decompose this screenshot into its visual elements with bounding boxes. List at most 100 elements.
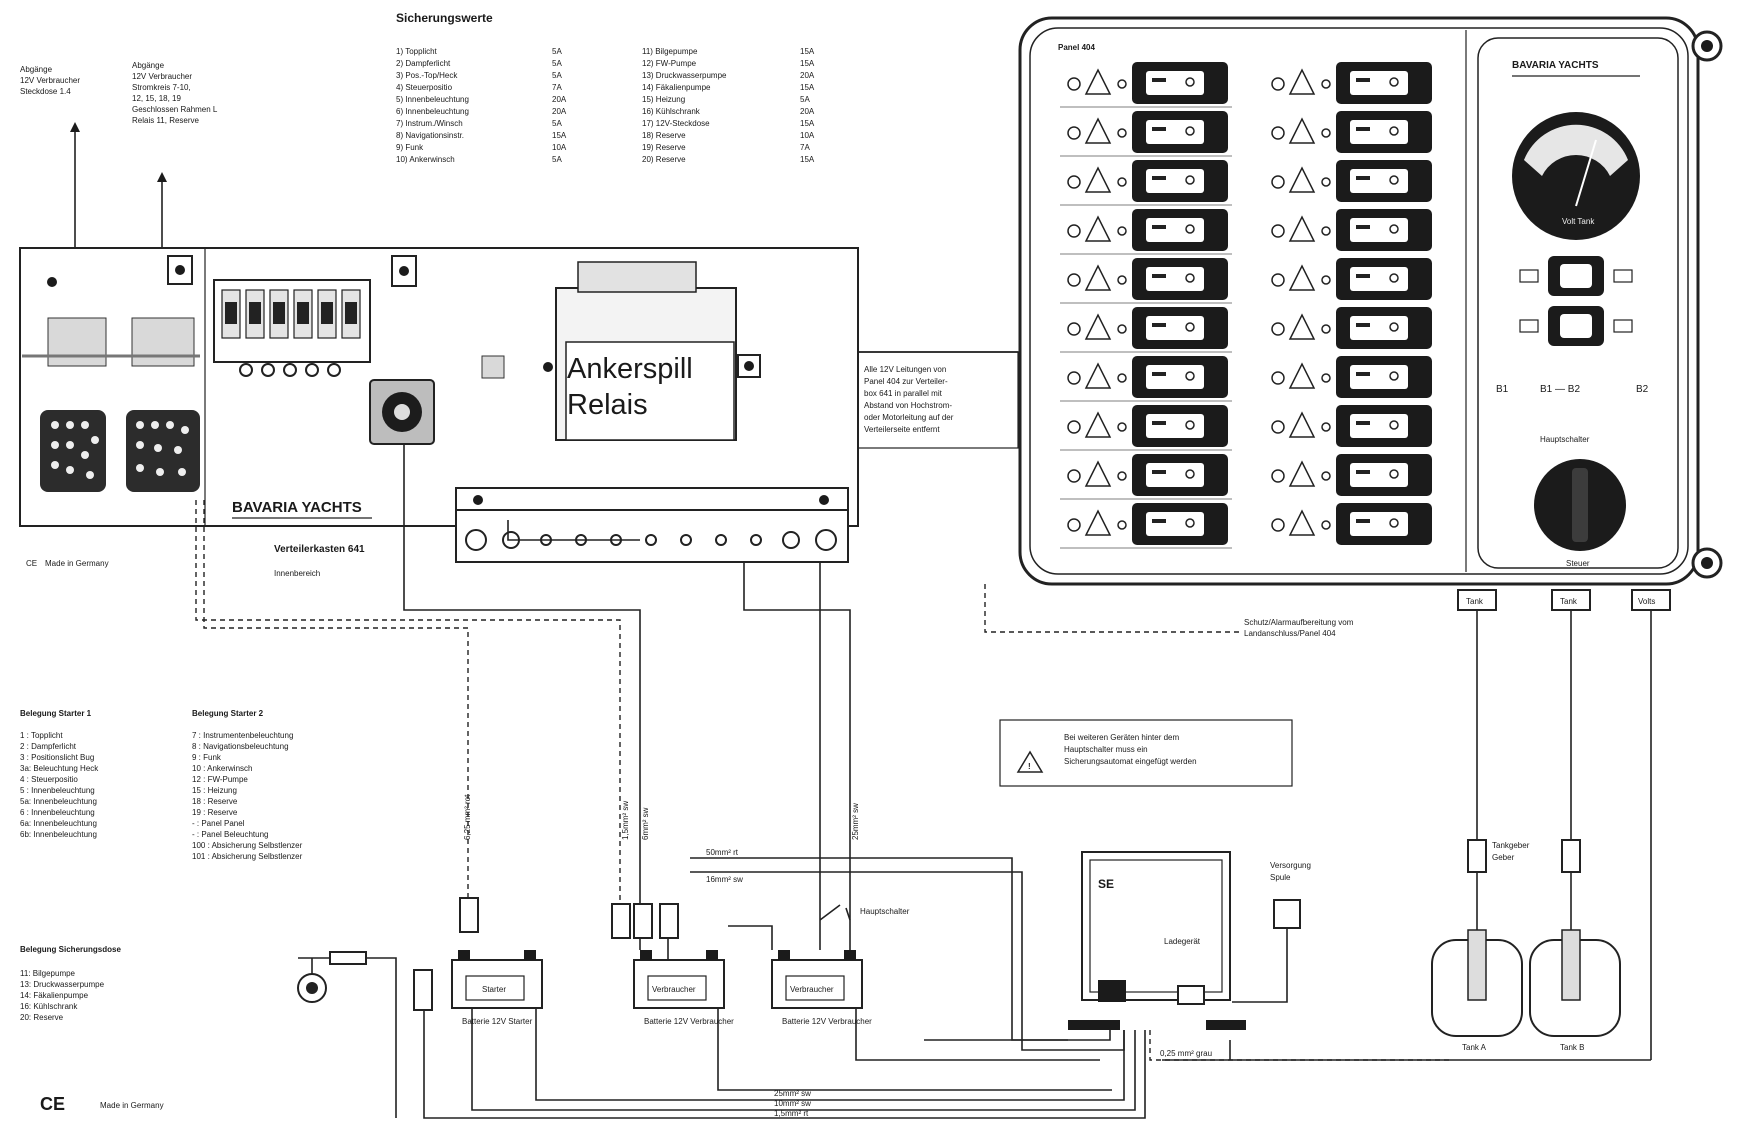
svg-text:!: ! bbox=[1028, 762, 1031, 771]
svg-text:25mm² sw: 25mm² sw bbox=[774, 1089, 811, 1098]
fuse-entry-value: 5A bbox=[800, 95, 810, 104]
fuse-entry-value: 5A bbox=[552, 71, 562, 80]
ce-small-label: CE bbox=[26, 559, 37, 568]
panel-note-2: Landanschluss/Panel 404 bbox=[1244, 629, 1336, 638]
bus-terminal-icon bbox=[815, 529, 837, 551]
fuse-holder bbox=[633, 903, 653, 939]
indicator-lamp-icon bbox=[1117, 373, 1127, 383]
bus-terminal-icon bbox=[645, 534, 657, 546]
indicator-lamp-icon bbox=[1321, 324, 1331, 334]
fuse-entry-value: 5A bbox=[552, 47, 562, 56]
indicator-lamp-icon bbox=[1117, 79, 1127, 89]
fuse-entry-label: 12) FW-Pumpe bbox=[642, 59, 697, 68]
relay-title-line2: Relais bbox=[567, 389, 648, 421]
legend-item: - : Panel Panel bbox=[192, 819, 245, 828]
circuit-symbol-icon bbox=[1271, 322, 1285, 336]
fuse-entry-label: 16) Kühlschrank bbox=[642, 107, 701, 116]
svg-text:6,25 mm² rot: 6,25 mm² rot bbox=[463, 794, 472, 840]
fuse-entry-value: 20A bbox=[800, 107, 815, 116]
legend-item: 6 : Innenbeleuchtung bbox=[20, 808, 95, 817]
circuit-symbol-icon bbox=[1067, 224, 1081, 238]
battery-house-2-name: Verbraucher bbox=[790, 985, 834, 994]
fuse-entry-value: 15A bbox=[800, 119, 815, 128]
legend-item: 15 : Heizung bbox=[192, 786, 237, 795]
svg-text:Geschlossen Rahmen L: Geschlossen Rahmen L bbox=[132, 105, 218, 114]
circuit-symbol-icon bbox=[1067, 175, 1081, 189]
indicator-lamp-icon bbox=[1117, 324, 1127, 334]
mid-note-line: Abstand von Hochstrom- bbox=[864, 401, 952, 410]
fuse-table-title: Sicherungswerte bbox=[396, 11, 493, 25]
legend-item: 3 : Positionslicht Bug bbox=[20, 753, 94, 762]
battery-house-1-name: Verbraucher bbox=[652, 985, 696, 994]
fuse-holder bbox=[459, 897, 479, 933]
switch-icon bbox=[819, 904, 851, 921]
multipin-connector-1 bbox=[40, 410, 106, 492]
fuse-entry-value: 20A bbox=[800, 71, 815, 80]
fuse-entry-value: 15A bbox=[800, 47, 815, 56]
wiring bbox=[195, 351, 1450, 1119]
legend1-title: Belegung Starter 1 bbox=[20, 709, 92, 718]
light-symbol-icon bbox=[1288, 215, 1316, 242]
circuit-symbol-icon bbox=[1067, 273, 1081, 287]
arrow-up-icon bbox=[70, 122, 80, 132]
fuse-holder bbox=[659, 903, 679, 939]
circuit-symbol-icon bbox=[1271, 273, 1285, 287]
outlet-note-1: Abgänge 12V Verbraucher Steckdose 1.4 bbox=[20, 65, 80, 96]
legend-item: 101 : Absicherung Selbstlenzer bbox=[192, 852, 303, 861]
svg-text:50mm² rt: 50mm² rt bbox=[706, 848, 739, 857]
fuse-entry-label: 4) Steuerpositio bbox=[396, 83, 453, 92]
indicator-lamp-icon bbox=[1117, 422, 1127, 432]
multipin-connector-2 bbox=[126, 410, 200, 492]
legend-item: - : Panel Beleuchtung bbox=[192, 830, 269, 839]
legend-item: 100 : Absicherung Selbstlenzer bbox=[192, 841, 303, 850]
charger-connector bbox=[1098, 980, 1126, 1002]
fuse-entry-label: 11) Bilgepumpe bbox=[642, 47, 698, 56]
light-symbol-icon bbox=[1084, 509, 1112, 536]
legend2-title: Belegung Starter 2 bbox=[192, 709, 264, 718]
legend-item: 11: Bilgepumpe bbox=[20, 969, 76, 978]
panel-brand: BAVARIA YACHTS bbox=[1512, 60, 1599, 71]
charger-sub: Ladegerät bbox=[1164, 937, 1201, 946]
ce-mark: CE bbox=[40, 1094, 65, 1114]
light-symbol-icon bbox=[1288, 460, 1316, 487]
circuit-symbol-icon bbox=[1271, 175, 1285, 189]
indicator-lamp-icon bbox=[1321, 471, 1331, 481]
warning-line1: Bei weiteren Geräten hinter dem bbox=[1064, 733, 1180, 742]
battery-starter-sub: Batterie 12V Starter bbox=[462, 1017, 533, 1026]
legend-item: 16: Kühlschrank bbox=[20, 1002, 78, 1011]
svg-text:12V Verbraucher: 12V Verbraucher bbox=[20, 76, 80, 85]
bulb-icon bbox=[1519, 319, 1539, 333]
fuse-entry-label: 5) Innenbeleuchtung bbox=[396, 95, 469, 104]
panel-legend-b2: B2 bbox=[1636, 384, 1649, 395]
indicator-lamp-icon bbox=[1117, 471, 1127, 481]
light-symbol-icon bbox=[1288, 264, 1316, 291]
warning-icon bbox=[1016, 750, 1044, 773]
svg-text:Relais 11, Reserve: Relais 11, Reserve bbox=[132, 116, 200, 125]
indicator-lamp-icon bbox=[1321, 275, 1331, 285]
legend-item: 6a: Innenbeleuchtung bbox=[20, 819, 97, 828]
legend-item: 19 : Reserve bbox=[192, 808, 238, 817]
bus-terminal-icon bbox=[465, 529, 487, 551]
terminal-screw-icon bbox=[327, 363, 341, 377]
svg-text:12V Verbraucher: 12V Verbraucher bbox=[132, 72, 192, 81]
fuse-entry-label: 1) Topplicht bbox=[396, 47, 438, 56]
legend-item: 10 : Ankerwinsch bbox=[192, 764, 252, 773]
fuse-entry-label: 15) Heizung bbox=[642, 95, 685, 104]
arrow-up-icon bbox=[157, 172, 167, 182]
indicator-lamp-icon bbox=[1321, 177, 1331, 187]
indicator-lamp-icon bbox=[1321, 128, 1331, 138]
legend-item: 5 : Innenbeleuchtung bbox=[20, 786, 95, 795]
circuit-symbol-icon bbox=[1271, 469, 1285, 483]
fuse-block-fuses bbox=[221, 289, 361, 339]
warning-line2: Hauptschalter muss ein bbox=[1064, 745, 1148, 754]
light-symbol-icon bbox=[1288, 166, 1316, 193]
legend-item: 14: Fäkalienpumpe bbox=[20, 991, 89, 1000]
light-symbol-icon bbox=[1084, 215, 1112, 242]
light-symbol-icon bbox=[1084, 362, 1112, 389]
mid-note-line: Alle 12V Leitungen von bbox=[864, 365, 946, 374]
indicator-lamp-icon bbox=[1321, 422, 1331, 432]
panel-legend-b1b2: B1 — B2 bbox=[1540, 384, 1580, 395]
